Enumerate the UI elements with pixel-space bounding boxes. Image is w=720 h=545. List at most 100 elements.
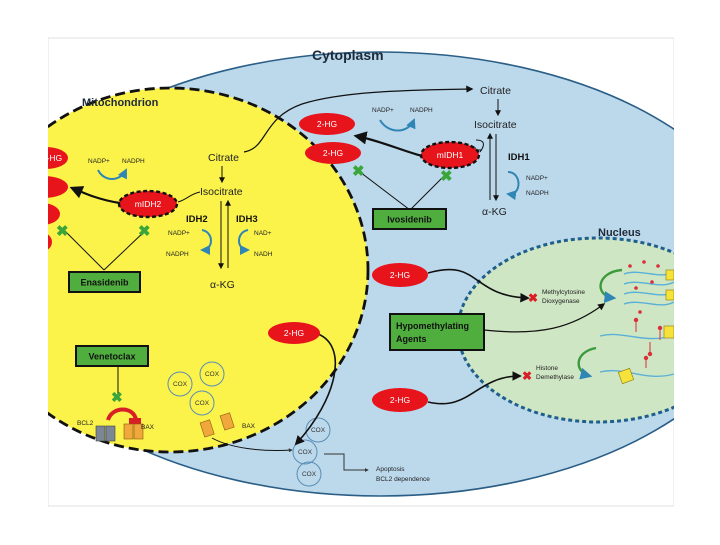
cyto-akg-label: α-KG [482,206,507,218]
cyto-2hg-histone-label: 2-HG [390,395,410,405]
cytoplasm-title: Cytoplasm [312,47,384,63]
2hg-to-methylcytosine-arrow [427,268,530,303]
ivosidenib-line-left [359,171,411,211]
hma-drug-box [389,313,485,351]
bcl2-channel-1 [95,425,106,442]
histone-inhibit-x: ✖ [522,369,532,383]
ivosidenib-inhibit-x-left: ✖ [352,163,365,180]
midh2-cofactor-curve-arrow [97,168,127,180]
idh2-nadp-label: NADP+ [168,230,190,237]
cyto-isocitrate-label: Isocitrate [474,119,517,131]
bax-channel-2 [133,423,144,440]
cyto-2hg-second [305,142,361,164]
idh3-enzyme-label: IDH3 [236,214,258,225]
enasidenib-inhibit-x-left: ✖ [56,223,69,240]
cyto-2hg-apoptosis [268,322,320,344]
ivosidenib-inhibit-x-right: ✖ [440,168,453,185]
nucleosome-1 [665,269,675,281]
apoptosis-label-line2: BCL2 dependence [376,476,430,483]
dna-methyl-curve-arrow [599,268,623,304]
right-margin-mask [674,0,720,540]
enasidenib-drug-box [68,271,141,293]
midh1-nadph-label: NADPH [410,107,433,114]
cox-label-3: COX [195,400,210,407]
idh1-cofactor-curve-arrow [506,171,520,201]
methylcytosine-label-line2: Dioxygenase [542,298,580,305]
hma-label-line1: Hypomethylating [396,321,469,331]
cox-circle-4 [305,417,331,443]
bcl2-label: BCL2 [77,420,94,427]
midh2-to-2hg-arrow [69,186,121,205]
methylcytosine-label-line1: Methylcytosine [542,289,585,296]
hma-to-dna-arrow [483,303,606,333]
idh3-nadh-label: NADH [254,251,273,258]
cyto-bax-channel-1 [199,419,215,438]
histone-label-line1: Histone [536,365,558,372]
mitochondrion-region [48,86,370,454]
nucleosome-3 [663,325,675,339]
cox-label-2: COX [205,371,220,378]
cyto-2hg-methylcytosine [372,263,428,287]
bcl2-bax-inhibition-bar [129,418,141,424]
isocitrate-to-midh2-connector [177,191,201,203]
mito-isocitrate-label: Isocitrate [200,186,243,198]
idh3-nad-label: NAD+ [254,230,272,237]
midh2-enzyme [117,189,179,219]
bax-channel-1 [123,423,134,440]
2hg-to-histone-arrow [427,371,522,405]
apoptosis-label-line1: Apoptosis [376,466,405,473]
cox-to-apoptosis-arrow [324,453,369,472]
ivosidenib-line-right [409,173,447,211]
idh2-enzyme-label: IDH2 [186,214,208,225]
mito-akg-label: α-KG [210,279,235,291]
cyto-citrate-label: Citrate [480,85,511,97]
nucleosome-2 [665,289,675,301]
cyto-2hg-histone [372,388,428,412]
cyto-2hg-second-label: 2-HG [323,148,343,158]
nucleosome-4 [617,367,635,385]
isocitrate-midh1-link [475,139,484,153]
idh3-cofactor-curve-arrow [238,229,250,255]
cox-label-5: COX [298,449,313,456]
midh1-cofactor-curve-arrow [379,118,416,132]
cyto-2hg-methylcytosine-label: 2-HG [390,270,410,280]
venetoclax-drug-box [75,345,149,367]
venetoclax-label: Venetoclax [88,352,135,362]
cox-circle-5 [292,439,318,465]
cox-label-1: COX [173,381,188,388]
bcl2-channel-2 [105,425,116,442]
cox-label-6: COX [302,471,317,478]
midh2-label: mIDH2 [135,199,162,209]
idh1-nadph-label: NADPH [526,190,549,197]
enasidenib-line-left [63,229,105,271]
venetoclax-inhibit-x: ✖ [111,389,123,405]
2hg-to-cox-arrow [294,333,337,446]
cyto-bax-channel-2 [219,412,235,431]
cyto-2hg-apoptosis-label: 2-HG [284,328,304,338]
idh1-enzyme-label: IDH1 [508,152,530,163]
cyto-2hg-top [299,113,355,135]
midh2-nadp-label: NADP+ [88,158,110,165]
citrate-export-arrow [243,85,474,153]
cyto-bax-label: BAX [242,423,256,430]
cox-circle-3 [189,390,215,416]
enasidenib-inhibit-x-right: ✖ [138,223,151,240]
idh1-nadp-label: NADP+ [526,175,548,182]
methylcytosine-inhibit-x: ✖ [528,291,538,305]
enasidenib-label: Enasidenib [80,278,129,288]
midh1-nadp-label: NADP+ [372,107,394,114]
histone-label-line2: Demethylase [536,374,574,381]
mito-bax-label: BAX [141,424,155,431]
midh2-nadph-label: NADPH [122,158,145,165]
cyto-2hg-top-label: 2-HG [317,119,337,129]
mito-citrate-label: Citrate [208,152,239,164]
idh2-nadph-label: NADPH [166,251,189,258]
nucleus-title: Nucleus [598,227,641,239]
ivosidenib-label: Ivosidenib [387,215,432,225]
bcl2-bax-inhibition-arc [106,407,138,421]
cox-label-4: COX [311,427,326,434]
idh2-cofactor-curve-arrow [200,229,212,255]
mitochondrion-title: Mitochondrion [82,97,159,109]
cox-circle-1 [167,371,193,397]
